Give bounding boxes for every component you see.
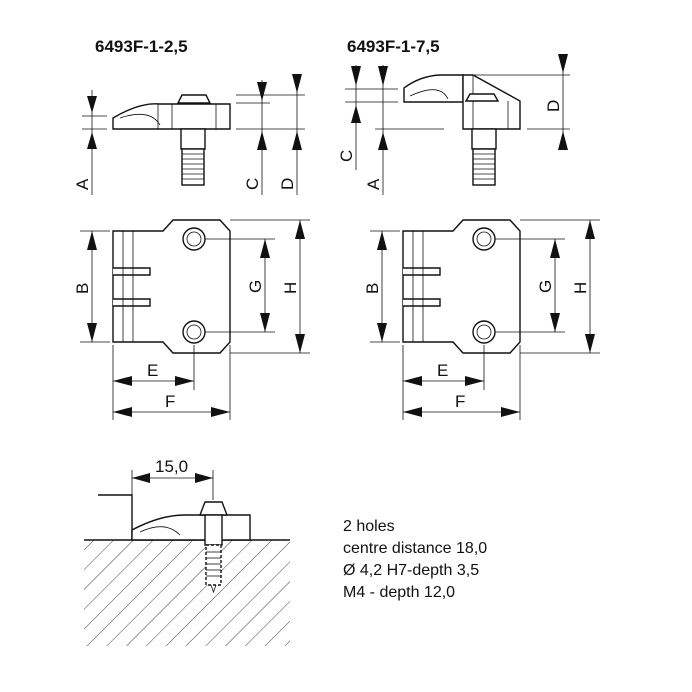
title-right: 6493F-1-7,5: [347, 37, 440, 56]
dim-label-c-right: C: [337, 150, 356, 162]
top-view-left: B G H E F: [73, 219, 310, 420]
side-view-right: C A D: [337, 54, 570, 195]
top-view-right: B G H E F: [363, 219, 600, 420]
title-left: 6493F-1-2,5: [95, 37, 188, 56]
note-line: centre distance 18,0: [343, 540, 488, 557]
mounting-notes: 2 holes centre distance 18,0 Ø 4,2 H7-de…: [343, 516, 487, 604]
dim-label-a-left: A: [73, 178, 92, 190]
dim-label-e-right: E: [437, 361, 448, 380]
dim-label-h-right: H: [571, 282, 590, 294]
dim-label-b-left: B: [73, 283, 92, 294]
dim-label-b-right: B: [363, 283, 382, 294]
dim-label-c-left: C: [243, 178, 262, 190]
note-line: Ø 4,2 H7-depth 3,5: [343, 562, 480, 579]
dim-label-d-right: D: [544, 100, 563, 112]
note-line: M4 - depth 12,0: [343, 584, 456, 601]
installation-view: 15,0: [84, 457, 290, 646]
dim-label-a-right: A: [364, 178, 383, 190]
dim-label-f-right: F: [455, 392, 465, 411]
dim-label-h-left: H: [281, 282, 300, 294]
dim-label-e-left: E: [147, 361, 158, 380]
dim-label-g-left: G: [246, 280, 265, 293]
note-line: 2 holes: [343, 518, 395, 535]
dim-label-f-left: F: [165, 392, 175, 411]
install-dimension-label: 15,0: [155, 457, 188, 476]
dim-label-d-left: D: [278, 178, 297, 190]
side-view-left: A C D: [73, 74, 305, 195]
dim-label-g-right: G: [536, 280, 555, 293]
